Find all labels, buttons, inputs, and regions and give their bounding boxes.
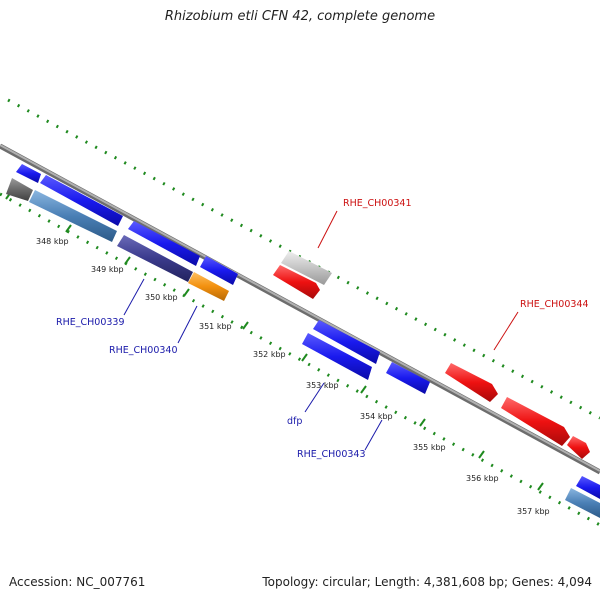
- gene-block[interactable]: [29, 190, 117, 242]
- kbp-label: 354 kbp: [360, 412, 393, 421]
- genome-backbone: [0, 143, 600, 475]
- gene-label-rhe-ch00344[interactable]: RHE_CH00344: [520, 299, 589, 310]
- gene-block[interactable]: [576, 476, 600, 499]
- gene-block[interactable]: [281, 251, 332, 285]
- gene-block[interactable]: [273, 265, 320, 299]
- inner-dotted-track: [0, 192, 600, 527]
- gene-block[interactable]: [117, 235, 193, 282]
- kbp-label: 357 kbp: [517, 507, 550, 516]
- kbp-label: 356 kbp: [466, 474, 499, 483]
- gene-block[interactable]: [188, 272, 229, 301]
- kbp-label: 349 kbp: [91, 265, 124, 274]
- gene-label-rhe-ch00339[interactable]: RHE_CH00339: [56, 317, 125, 328]
- kbp-label: 351 kbp: [199, 322, 232, 331]
- kbp-label: 355 kbp: [413, 443, 446, 452]
- gene-block[interactable]: [302, 333, 372, 380]
- scale-ticks: [5, 191, 544, 491]
- gene-block[interactable]: [6, 178, 33, 201]
- gene-blocks: [6, 164, 600, 518]
- label-leaders: [123, 210, 519, 451]
- map-title: Rhizobium etli CFN 42, complete genome: [164, 9, 436, 24]
- gene-block[interactable]: [567, 436, 590, 459]
- gene-block[interactable]: [565, 488, 600, 518]
- kbp-label: 352 kbp: [253, 350, 286, 359]
- topology-text: Topology: circular; Length: 4,381,608 bp…: [262, 575, 592, 589]
- gene-block[interactable]: [40, 175, 123, 226]
- gene-labels: RHE_CH00339 RHE_CH00340 dfp RHE_CH00343 …: [56, 198, 589, 460]
- accession-text: Accession: NC_007761: [9, 575, 146, 589]
- kbp-label: 350 kbp: [145, 293, 178, 302]
- gene-block[interactable]: [313, 320, 380, 364]
- gene-block[interactable]: [128, 221, 200, 266]
- gene-label-dfp[interactable]: dfp: [287, 416, 302, 427]
- gene-label-rhe-ch00343[interactable]: RHE_CH00343: [297, 449, 366, 460]
- gene-block[interactable]: [200, 256, 238, 285]
- kbp-label: 348 kbp: [36, 237, 69, 246]
- gene-label-rhe-ch00341[interactable]: RHE_CH00341: [343, 198, 412, 209]
- gene-block[interactable]: [16, 164, 41, 183]
- gene-label-rhe-ch00340[interactable]: RHE_CH00340: [109, 345, 178, 356]
- gene-block[interactable]: [445, 363, 498, 402]
- gene-block[interactable]: [501, 397, 570, 446]
- gene-block[interactable]: [386, 362, 430, 394]
